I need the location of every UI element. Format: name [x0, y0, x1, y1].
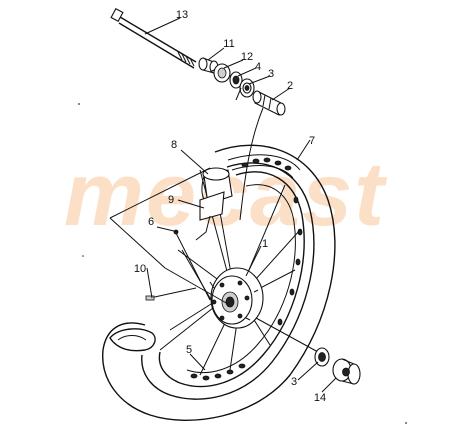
speedometer-gear-part: [195, 167, 233, 241]
label-leaders: [144, 17, 337, 393]
callout-gear-unit: 12: [241, 51, 253, 63]
callout-tire: 7: [309, 135, 315, 147]
bearing-part-upper: [239, 78, 255, 98]
callout-spoke-nipple: 10: [134, 263, 146, 275]
rim-part: [158, 157, 305, 388]
leader-line: [109, 217, 166, 269]
bearing-part-lower: [255, 317, 330, 367]
leader-line: [109, 167, 211, 219]
leader-line: [235, 87, 242, 101]
hub-part: [209, 267, 264, 329]
callout-rim: 5: [186, 344, 192, 356]
callout-oil-seal: 4: [255, 61, 261, 73]
callout-speedometer-gear: 8: [171, 139, 177, 151]
callout-axle-collar: 14: [314, 392, 326, 404]
scan-speck: [78, 103, 80, 105]
collar-part: [332, 358, 361, 385]
callout-spacer: 2: [287, 80, 293, 92]
spoke-nipple-part: [145, 287, 197, 301]
scan-speck: [405, 422, 407, 424]
axle-spacer-part: [252, 90, 286, 116]
scan-speck: [82, 255, 84, 257]
callout-bearing-upper: 3: [268, 68, 274, 80]
callout-collar: 11: [223, 38, 234, 50]
leader-line: [164, 267, 229, 305]
callout-hub: 1: [262, 238, 268, 250]
callout-bearing-lower: 3: [291, 376, 297, 388]
axle-part: [110, 7, 197, 69]
callout-spokes: 6: [148, 216, 154, 228]
callout-cable-drive: 9: [168, 194, 174, 206]
leader-line: [239, 107, 264, 221]
tire-part: [102, 144, 336, 421]
callout-axle: 13: [176, 9, 188, 21]
